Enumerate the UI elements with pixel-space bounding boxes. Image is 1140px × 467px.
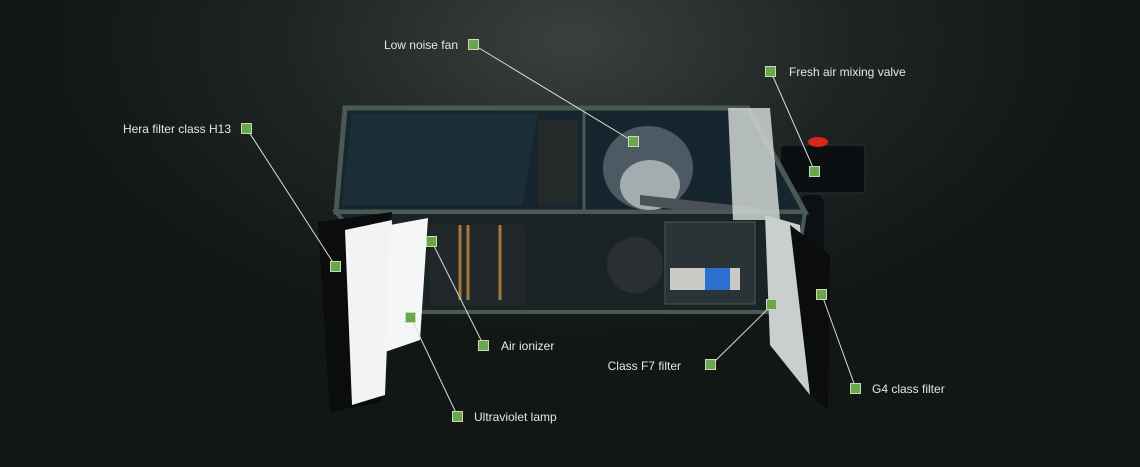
- class-f7-filter-label: Class F7 filter: [607, 359, 681, 373]
- air-ionizer-label: Air ionizer: [501, 339, 555, 353]
- ultraviolet-lamp-hotspot[interactable]: [405, 312, 416, 323]
- air-ionizer-hotspot[interactable]: [426, 236, 437, 247]
- g4-filter-door: [790, 225, 830, 410]
- fresh-air-valve-hotspot[interactable]: [809, 166, 820, 177]
- g4-class-filter-marker[interactable]: [850, 383, 861, 394]
- leader-lines: [246, 44, 857, 418]
- ultraviolet-lamp-label: Ultraviolet lamp: [474, 410, 557, 424]
- fresh-air-valve-label: Fresh air mixing valve: [789, 65, 906, 79]
- low-noise-fan-marker[interactable]: [468, 39, 479, 50]
- control-box: [664, 221, 756, 305]
- fresh-air-valve-marker[interactable]: [765, 66, 776, 77]
- hera-filter-label: Hera filter class H13: [122, 122, 231, 136]
- hera-filter-marker[interactable]: [241, 123, 252, 134]
- hera-filter-hotspot[interactable]: [330, 261, 341, 272]
- top-panel: [342, 113, 538, 205]
- g4-class-filter-label: G4 class filter: [872, 382, 945, 396]
- hera-filter-panel: [345, 220, 392, 405]
- coil-block: [538, 120, 578, 205]
- class-f7-filter-hotspot[interactable]: [766, 299, 777, 310]
- red-valve-icon: [808, 137, 828, 147]
- class-f7-filter-marker[interactable]: [705, 359, 716, 370]
- air-ionizer-marker[interactable]: [478, 340, 489, 351]
- g4-class-filter-hotspot[interactable]: [816, 289, 827, 300]
- ultraviolet-lamp-marker[interactable]: [452, 411, 463, 422]
- uv-lamp-panel: [385, 218, 428, 352]
- low-noise-fan-hotspot[interactable]: [628, 136, 639, 147]
- g4-filter-top: [728, 108, 780, 220]
- low-noise-fan-label: Low noise fan: [383, 38, 458, 52]
- ionizer-module: [430, 225, 525, 305]
